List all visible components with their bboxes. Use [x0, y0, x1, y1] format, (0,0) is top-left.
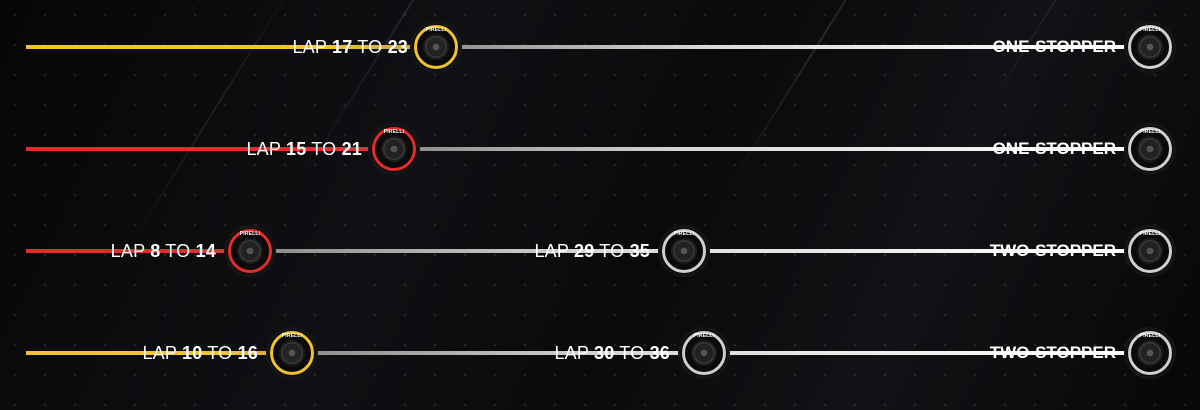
first-stint-line	[26, 249, 252, 253]
pit-window-label: LAP 8 TO 14	[110, 241, 216, 261]
hard-tyre-icon: PIRELLI	[1124, 21, 1176, 73]
hard-tyre-icon: PIRELLI	[678, 327, 730, 379]
strategy-label: ONE-STOPPER	[992, 139, 1116, 158]
second-pit-window-label: LAP 30 TO 36	[554, 343, 670, 363]
strategy-row-1: LAP 17 TO 23 PIRELLI ONE-STOPPER PIRELLI	[0, 12, 1200, 82]
first-stint-line	[26, 45, 426, 49]
strategy-label: ONE-STOPPER	[992, 37, 1116, 56]
hard-stint-line	[396, 147, 1136, 151]
hard-tyre-icon: PIRELLI	[1124, 327, 1176, 379]
first-stint-line	[26, 147, 396, 151]
first-stint-line	[26, 351, 292, 355]
strategy-row-2: LAP 15 TO 21 PIRELLI ONE-STOPPER PIRELLI	[0, 114, 1200, 184]
medium-tyre-icon: PIRELLI	[266, 327, 318, 379]
hard-tyre-icon: PIRELLI	[1124, 123, 1176, 175]
medium-tyre-icon: PIRELLI	[410, 21, 462, 73]
pit-window-label: LAP 17 TO 23	[292, 37, 408, 57]
hard-stint-line	[426, 45, 1136, 49]
soft-tyre-icon: PIRELLI	[368, 123, 420, 175]
strategy-label: TWO-STOPPER	[989, 241, 1116, 260]
pit-window-label: LAP 15 TO 21	[246, 139, 362, 159]
hard-tyre-icon: PIRELLI	[658, 225, 710, 277]
hard-tyre-icon: PIRELLI	[1124, 225, 1176, 277]
strategy-label: TWO-STOPPER	[989, 343, 1116, 362]
strategy-row-3: LAP 8 TO 14 PIRELLI LAP 29 TO 35 PIRELLI…	[0, 216, 1200, 286]
strategy-row-4: LAP 10 TO 16 PIRELLI LAP 30 TO 36 PIRELL…	[0, 318, 1200, 388]
soft-tyre-icon: PIRELLI	[224, 225, 276, 277]
pit-window-label: LAP 10 TO 16	[142, 343, 258, 363]
second-pit-window-label: LAP 29 TO 35	[534, 241, 650, 261]
